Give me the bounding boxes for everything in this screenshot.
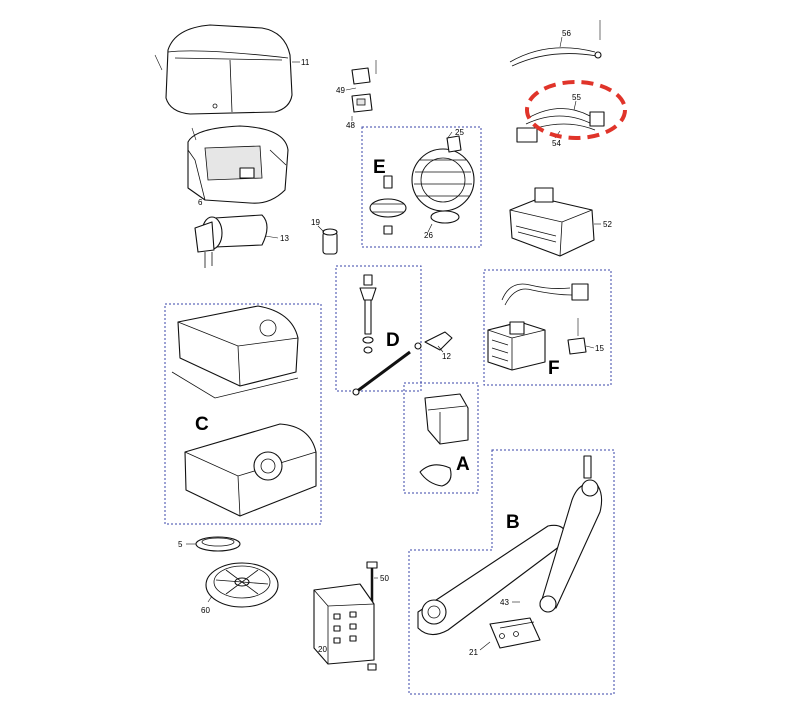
callout-21: 21 — [469, 648, 478, 657]
callout-52: 52 — [603, 220, 612, 229]
group-a: A — [403, 382, 479, 494]
callout-54: 54 — [552, 139, 561, 148]
callout-11: 11 — [301, 58, 310, 67]
plate-holes — [333, 611, 357, 644]
group-label-a: A — [456, 454, 470, 475]
part-6-base: 6 — [187, 125, 289, 207]
callout-5: 5 — [178, 540, 183, 549]
part-20-50-plate: 50 20 — [313, 561, 389, 671]
part-60-wheel: 60 — [201, 562, 279, 615]
part-11-cover: 11 — [154, 24, 310, 115]
part-56-55-54-wiring: 56 55 54 — [509, 20, 627, 148]
part-49-48-switch: 49 48 — [336, 60, 377, 130]
part-5-ring: 5 — [178, 536, 241, 552]
callout-15: 15 — [595, 344, 604, 353]
callout-6: 6 — [198, 198, 203, 207]
callout-50: 50 — [380, 574, 389, 583]
callout-56: 56 — [562, 29, 571, 38]
group-c: C — [164, 303, 322, 525]
part-13-motor: 13 — [194, 214, 289, 268]
group-label-d: D — [386, 330, 400, 351]
group-label-e: E — [373, 157, 386, 178]
callout-13: 13 — [280, 234, 289, 243]
group-label-c: C — [195, 414, 209, 435]
callout-48: 48 — [346, 121, 355, 130]
highlight-ring — [525, 80, 627, 140]
group-label-f: F — [548, 358, 560, 379]
group-b: 43 21 B — [408, 449, 615, 695]
callout-25: 25 — [455, 128, 464, 137]
callout-12: 12 — [442, 352, 451, 361]
callout-60: 60 — [201, 606, 210, 615]
callout-43: 43 — [500, 598, 509, 607]
callout-55: 55 — [572, 93, 581, 102]
callout-20: 20 — [318, 645, 327, 654]
part-19-bushing: 19 — [311, 218, 338, 255]
group-label-b: B — [506, 512, 520, 533]
group-f: 15 F — [483, 269, 612, 386]
part-52-receiver: 52 — [509, 187, 612, 257]
callout-49: 49 — [336, 86, 345, 95]
group-e: 25 26 E — [361, 126, 482, 248]
group-d: 12 D — [335, 265, 453, 396]
callout-26: 26 — [424, 231, 433, 240]
callout-19: 19 — [311, 218, 320, 227]
